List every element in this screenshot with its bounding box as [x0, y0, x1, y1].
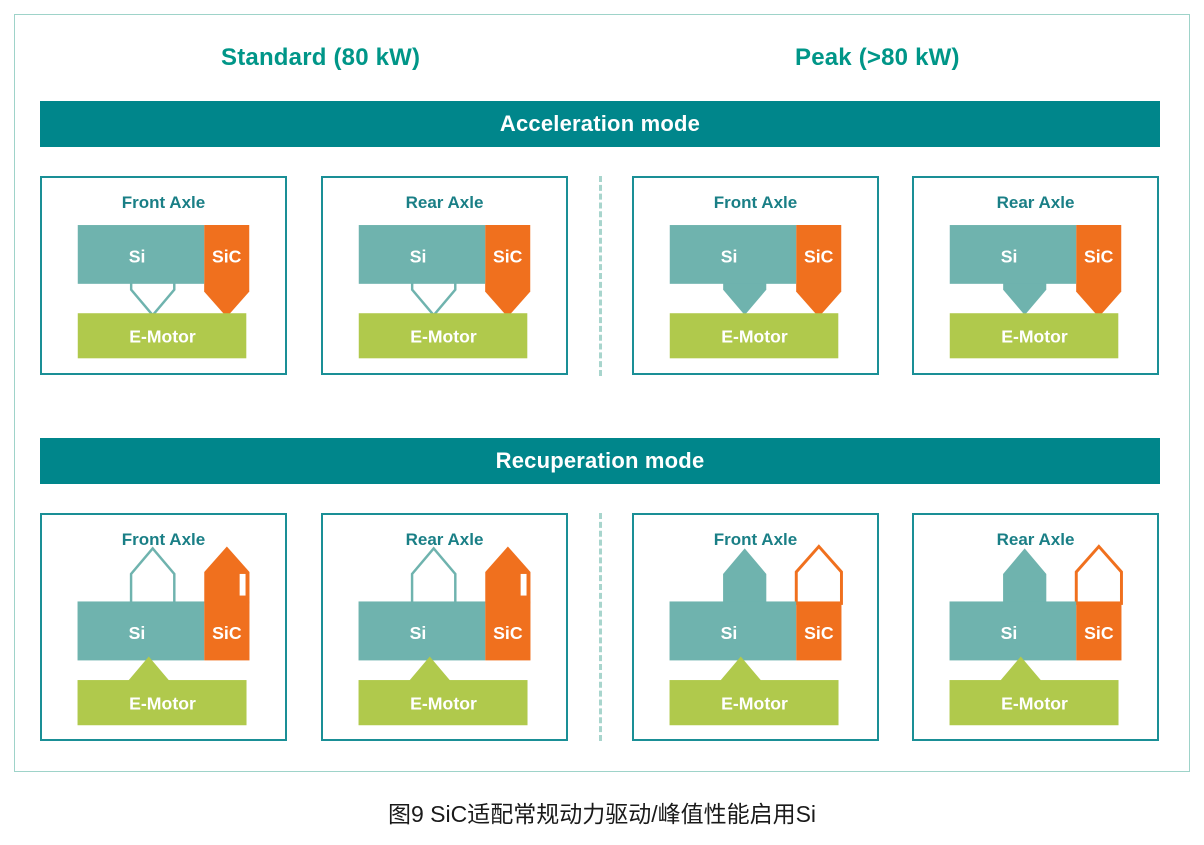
axle-title: Rear Axle — [405, 193, 484, 212]
e-motor-power-arrow-up — [127, 656, 171, 683]
si-block — [669, 225, 797, 284]
block-label: E-Motor — [1001, 327, 1068, 347]
block-label: SiC — [804, 246, 834, 266]
sic-power-arrow-down — [1076, 225, 1122, 318]
sic-power-arrow-up — [1074, 544, 1123, 605]
e-motor-block — [358, 313, 528, 359]
axle-diagram: Si SiC E-Motor — [949, 544, 1123, 726]
block-label: SiC — [804, 623, 834, 643]
sic-power-arrow-down — [204, 225, 250, 318]
e-motor-block — [949, 313, 1119, 359]
panel-recuperation-standard-rear-axle: Rear Axle Si SiC E-Motor — [321, 513, 568, 741]
block-label: SiC — [212, 246, 242, 266]
si-block — [358, 225, 486, 284]
block-label: E-Motor — [410, 327, 477, 347]
e-motor-power-arrow-up — [719, 656, 763, 683]
panel-acceleration-standard-front-axle: Front Axle Si SiC E-Motor — [40, 176, 287, 375]
axle-diagram: Si SiC E-Motor — [358, 546, 531, 726]
block-label: E-Motor — [721, 327, 788, 347]
block-label: Si — [721, 246, 738, 266]
sic-power-arrow-up — [204, 546, 250, 604]
axle-diagram: Si SiC E-Motor — [77, 225, 250, 359]
block-label: Si — [410, 246, 427, 266]
axle-title: Front Axle — [713, 530, 798, 549]
axle-diagram: Si SiC E-Motor — [669, 544, 843, 726]
si-block — [77, 601, 205, 661]
block-label: Si — [1001, 623, 1018, 643]
sic-block — [485, 601, 531, 661]
panel-acceleration-peak-rear-axle: Rear Axle Si SiC E-Motor — [912, 176, 1159, 375]
figure-caption: 图9 SiC适配常规动力驱动/峰值性能启用Si — [387, 801, 817, 827]
axle-title: Front Axle — [713, 193, 798, 212]
si-power-arrow-up — [1003, 548, 1047, 604]
si-block — [949, 601, 1077, 661]
si-power-arrow-up — [723, 548, 767, 604]
block-label: SiC — [493, 623, 523, 643]
axle-title: Rear Axle — [996, 193, 1075, 212]
axle-diagram: Si SiC E-Motor — [77, 546, 250, 726]
column-divider-acceleration — [599, 176, 602, 376]
sic-block — [1076, 601, 1122, 661]
sic-arrow-notch — [520, 573, 527, 596]
sic-arrow-notch — [239, 573, 246, 596]
block-label: Si — [410, 623, 427, 643]
mode-bar-recuperation: Recuperation mode — [40, 438, 1160, 484]
panel-acceleration-standard-rear-axle: Rear Axle Si SiC E-Motor — [321, 176, 568, 375]
e-motor-block — [77, 680, 247, 726]
block-label: E-Motor — [129, 327, 196, 347]
sic-power-arrow-down — [796, 225, 842, 318]
si-block — [949, 225, 1077, 284]
axle-diagram: Si SiC E-Motor — [669, 225, 842, 359]
axle-title: Rear Axle — [996, 530, 1075, 549]
panel-recuperation-peak-rear-axle: Rear Axle Si SiC E-Motor — [912, 513, 1159, 741]
block-label: E-Motor — [410, 694, 477, 714]
e-motor-power-arrow-up — [408, 656, 452, 683]
axle-title: Rear Axle — [405, 530, 484, 549]
block-label: Si — [129, 623, 146, 643]
si-power-arrow-down — [410, 280, 457, 318]
axle-title: Front Axle — [121, 193, 206, 212]
panel-recuperation-peak-front-axle: Front Axle Si SiC E-Motor — [632, 513, 879, 741]
e-motor-block — [358, 680, 528, 726]
si-block — [358, 601, 486, 661]
block-label: Si — [129, 246, 146, 266]
si-block — [669, 601, 797, 661]
sic-block — [204, 601, 250, 661]
axle-diagram: Si SiC E-Motor — [358, 225, 531, 359]
sic-power-arrow-up — [794, 544, 843, 605]
si-power-arrow-up — [410, 546, 457, 605]
e-motor-block — [669, 680, 839, 726]
axle-diagram: Si SiC E-Motor — [949, 225, 1122, 359]
sic-power-arrow-down — [485, 225, 531, 318]
sic-block — [796, 601, 842, 661]
block-label: SiC — [1084, 246, 1114, 266]
block-label: E-Motor — [721, 694, 788, 714]
si-block — [77, 225, 205, 284]
block-label: SiC — [493, 246, 523, 266]
sic-power-arrow-up — [485, 546, 531, 604]
panel-recuperation-standard-front-axle: Front Axle Si SiC E-Motor — [40, 513, 287, 741]
block-label: E-Motor — [1001, 694, 1068, 714]
column-title-peak: Peak (>80 kW) — [795, 44, 960, 71]
e-motor-block — [669, 313, 839, 359]
block-label: SiC — [212, 623, 242, 643]
column-divider-recuperation — [599, 513, 602, 741]
block-label: Si — [1001, 246, 1018, 266]
panel-acceleration-peak-front-axle: Front Axle Si SiC E-Motor — [632, 176, 879, 375]
e-motor-block — [949, 680, 1119, 726]
e-motor-power-arrow-up — [999, 656, 1043, 683]
e-motor-block — [77, 313, 247, 359]
column-title-standard: Standard (80 kW) — [221, 44, 421, 71]
mode-bar-acceleration: Acceleration mode — [40, 101, 1160, 147]
block-label: E-Motor — [129, 694, 196, 714]
si-power-arrow-up — [129, 546, 176, 605]
si-power-arrow-down — [723, 281, 767, 316]
si-power-arrow-down — [1003, 281, 1047, 316]
block-label: Si — [721, 623, 738, 643]
si-power-arrow-down — [129, 280, 176, 318]
axle-title: Front Axle — [121, 530, 206, 549]
block-label: SiC — [1084, 623, 1114, 643]
